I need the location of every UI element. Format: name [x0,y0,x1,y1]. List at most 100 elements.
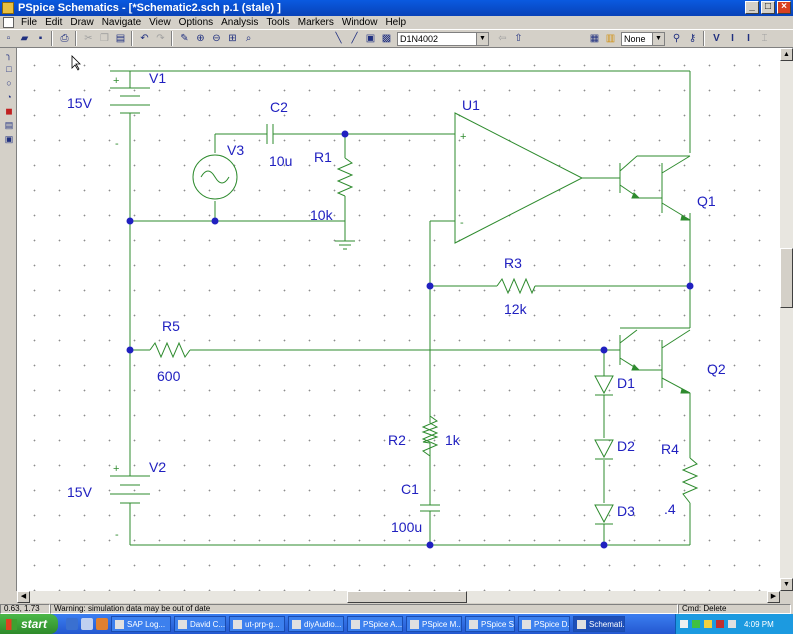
capacitor-c1[interactable] [420,504,440,518]
transistor-q1[interactable] [619,155,691,221]
firefox-icon[interactable] [96,618,108,630]
menu-window[interactable]: Window [341,17,378,28]
security-icon[interactable] [716,620,724,628]
menu-draw[interactable]: Draw [70,17,94,28]
undo-icon[interactable]: ↶ [140,33,149,44]
scroll-left-icon[interactable]: ◀ [17,591,30,603]
menu-markers[interactable]: Markers [297,17,334,28]
main-toolbar: ▫ ▰ ▪ ⎙ ✂ ❐ ▤ ↶ ↷ ✎ ⊕ ⊖ ⊞ ⌕ ╲ ╱ ▣ ▩ D1N4… [0,29,793,48]
label-v1-plus: + [113,75,119,87]
copy-icon[interactable]: ❐ [100,33,109,44]
draw-bus-icon[interactable]: ╱ [351,33,358,44]
bias-current-icon[interactable]: ⌶ [761,33,768,44]
close-button[interactable]: × [777,1,791,14]
open-folder-icon[interactable]: ▰ [20,33,29,44]
antivirus-icon[interactable] [692,620,700,628]
redo-icon[interactable]: ↷ [156,33,165,44]
task-pspice-s[interactable]: PSpice S... [465,616,515,632]
clock[interactable]: 4:09 PM [744,619,774,629]
current-marker-button[interactable]: I [731,33,734,44]
picture-tool-icon[interactable]: ▤ [4,120,14,130]
task-pspice-m[interactable]: PSpice M... [406,616,462,632]
menu-help[interactable]: Help [385,17,407,28]
schematic-canvas[interactable]: V1 15V + - C2 10u V3 R1 10k U1 + - Q1 Q2… [17,48,780,591]
vertical-scrollbar[interactable]: ▲ ▼ [780,48,793,591]
probe-setup-icon[interactable]: ⚷ [688,33,697,44]
start-button[interactable]: start [0,614,58,634]
capacitor-c2[interactable] [261,124,279,144]
show-desktop-icon[interactable] [81,618,93,630]
cut-icon[interactable]: ✂ [84,33,93,44]
menu-analysis[interactable]: Analysis [221,17,259,28]
edit-symbol-icon[interactable]: ⇧ [514,33,523,44]
circle-tool-icon[interactable]: ○ [6,78,12,88]
horizontal-scroll-thumb[interactable] [347,591,467,603]
menu-tools[interactable]: Tools [266,17,290,28]
textbox-tool-icon[interactable]: ▣ [4,134,14,144]
maximize-button[interactable]: □ [761,1,775,14]
ac-source-v3[interactable] [192,154,238,200]
chevron-down-icon[interactable]: ▼ [476,32,488,45]
simulate-icon[interactable]: ▥ [605,33,616,44]
task-diyaudio[interactable]: diyAudio... [288,616,344,632]
edit-attributes-icon[interactable]: ⇦ [498,33,507,44]
text-tool-icon[interactable]: ◼ [5,106,13,116]
menu-view[interactable]: View [149,17,171,28]
zoom-area-icon[interactable]: ⊞ [228,33,237,44]
task-schematics[interactable]: Schemati... [573,616,625,632]
enable-bias-display-icon[interactable]: I [747,33,750,44]
paste-icon[interactable]: ▤ [115,33,126,44]
draw-wire-icon[interactable]: ╲ [335,33,342,44]
opamp-u1[interactable] [454,112,584,244]
print-icon[interactable]: ⎙ [60,33,69,44]
update-icon[interactable] [728,620,736,628]
new-file-icon[interactable]: ▫ [6,33,11,44]
battery-v2[interactable] [110,458,150,508]
document-icon[interactable] [3,17,14,28]
task-pspice-a[interactable]: PSpice A... [347,616,403,632]
zoom-out-icon[interactable]: ⊖ [212,33,221,44]
task-sap-logon[interactable]: SAP Log... [111,616,171,632]
minimize-button[interactable]: _ [745,1,759,14]
arc-tool-icon[interactable]: ╮ [6,50,12,60]
probe-icon[interactable]: ⚲ [672,33,681,44]
scroll-up-icon[interactable]: ▲ [780,48,793,61]
network-icon[interactable] [680,620,688,628]
chevron-down-icon[interactable]: ▼ [652,32,664,45]
transistor-q2[interactable] [619,329,691,394]
zoom-in-icon[interactable]: ⊕ [196,33,205,44]
label-d2: D2 [617,438,635,454]
battery-v1[interactable] [110,87,150,123]
resistor-r2 [421,422,439,444]
scroll-right-icon[interactable]: ▶ [767,591,780,603]
redraw-icon[interactable]: ✎ [180,33,189,44]
save-icon[interactable]: ▪ [38,33,43,44]
pspice-app-icon[interactable] [2,2,14,14]
attribute-display-combo[interactable]: None ▼ [621,31,665,46]
task-ut-prp[interactable]: ut-prp-g... [229,616,285,632]
menu-navigate[interactable]: Navigate [101,17,142,28]
setup-analysis-icon[interactable]: ▦ [589,33,600,44]
task-pspice-d[interactable]: PSpice D... [518,616,570,632]
zoom-fit-icon[interactable]: ⌕ [245,33,252,44]
horizontal-scrollbar[interactable]: ◀ ▶ [17,591,780,603]
app-icon [351,619,360,629]
menu-file[interactable]: File [21,17,38,28]
task-david[interactable]: David C... [174,616,226,632]
menu-options[interactable]: Options [178,17,214,28]
box-tool-icon[interactable]: □ [6,64,12,74]
ie-icon[interactable] [66,618,78,630]
vertical-scroll-thumb[interactable] [780,248,793,308]
window-title: PSpice Schematics - [*Schematic2.sch p.1… [18,2,281,14]
part-name-combo[interactable]: D1N4002 ▼ [397,31,489,46]
label-u1-plus: + [460,131,466,143]
scroll-down-icon[interactable]: ▼ [780,578,793,591]
resistor-r3 [496,277,536,295]
get-part-icon[interactable]: ▩ [381,33,392,44]
draw-block-icon[interactable]: ▣ [365,33,376,44]
label-r1: R1 [314,149,332,165]
polyline-tool-icon[interactable]: ◔ [6,92,12,102]
volume-icon[interactable] [704,620,712,628]
voltage-marker-button[interactable]: V [713,33,720,44]
menu-edit[interactable]: Edit [45,17,63,28]
